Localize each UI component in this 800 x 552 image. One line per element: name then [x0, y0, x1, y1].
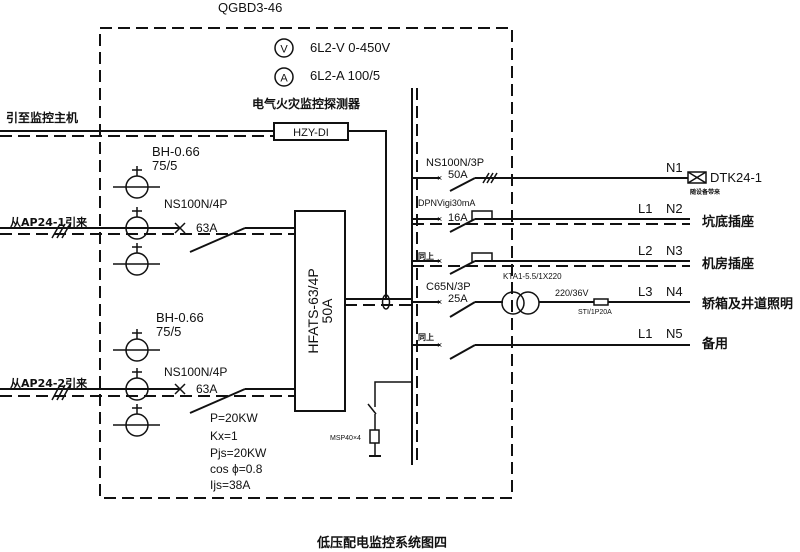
n2-phase: L1	[638, 201, 652, 216]
incoming-feeder-2: 从AP24-2引来 BH-0.66 75/5 NS100N/4P 63A	[0, 310, 295, 437]
n1-circuit: N1	[666, 160, 683, 175]
n4-breaker-rating: 25A	[448, 293, 468, 305]
feeder-2-ct-model: BH-0.66	[156, 310, 204, 325]
feeder-2-source: 从AP24-2引来	[10, 376, 88, 390]
outgoing-circuit-n2: DPNVigi30mA 16A × L1 N2 坑底插座	[412, 198, 754, 233]
n4-transformer-model: KTA1-5.5/1X220	[503, 272, 562, 281]
current-transformer-icon	[113, 329, 160, 437]
n3-load: 机房插座	[702, 256, 754, 272]
voltmeter-label: 6L2-V 0-450V	[310, 40, 391, 55]
n1-breaker-model: NS100N/3P	[426, 157, 484, 169]
n2-breaker-model: DPNVigi30mA	[418, 198, 475, 208]
outgoing-circuit-n1: NS100N/3P 50A × N1 DTK24-1 随设备带来	[412, 157, 762, 196]
ammeter: A 6L2-A 100/5	[274, 67, 380, 87]
n3-phase: L2	[638, 243, 652, 258]
detector-sense-line	[348, 130, 387, 298]
load-p: P=20KW	[210, 411, 258, 425]
n5-phase: L1	[638, 326, 652, 341]
ats-box	[294, 210, 346, 412]
ammeter-icon	[274, 67, 294, 87]
panel-name: QGBD3-46	[218, 0, 282, 15]
to-monitor-host-label: 引至监控主机	[6, 110, 78, 125]
detector-title: 电气火灾监控探测器	[252, 96, 361, 111]
fuse-icon	[593, 298, 609, 306]
diagram-caption: 低压配电监控系统图四	[316, 535, 447, 551]
svg-text:×: ×	[437, 214, 442, 224]
n2-circuit: N2	[666, 201, 683, 216]
rcd-icon	[471, 252, 493, 263]
rcd-icon	[471, 210, 493, 221]
feeder-2-breaker-rating: 63A	[196, 382, 217, 396]
n4-load: 轿箱及井道照明	[702, 296, 793, 312]
feeder-1-breaker-rating: 63A	[196, 221, 217, 235]
ammeter-symbol: A	[280, 73, 288, 85]
n1-breaker-rating: 50A	[448, 169, 468, 181]
breaker-contact	[189, 227, 246, 253]
outgoing-circuit-n3: 同上 × L2 N3 机房插座	[412, 243, 754, 275]
n5-breaker-model: 同上	[418, 332, 434, 342]
outgoing-circuit-n5: 同上 × L1 N5 备用	[412, 326, 728, 360]
svg-text:×: ×	[437, 173, 442, 183]
spd-label: MSP40×4	[330, 435, 361, 442]
panel-enclosure	[99, 27, 513, 499]
detector-model: HZY-DI	[293, 127, 329, 139]
outgoing-circuit-n4: C65N/3P 25A × KTA1-5.5/1X220 220/36V STI…	[412, 272, 793, 318]
load-kx: Kx=1	[210, 429, 238, 443]
n2-load: 坑底插座	[702, 214, 754, 230]
svg-text:×: ×	[437, 340, 442, 350]
n1-load: DTK24-1	[710, 170, 762, 185]
svg-text:×: ×	[437, 256, 442, 266]
ammeter-label: 6L2-A 100/5	[310, 68, 380, 83]
load-pjs: Pjs=20KW	[210, 446, 267, 460]
transformer-icon	[501, 291, 525, 315]
n3-breaker-model: 同上	[418, 251, 434, 261]
ats-model: HFATS-63/4P	[305, 268, 321, 353]
svg-text:×: ×	[437, 297, 442, 307]
voltmeter-icon	[274, 38, 294, 58]
feeder-2-ct-ratio: 75/5	[156, 324, 181, 339]
n4-circuit: N4	[666, 284, 683, 299]
breaker-contact	[189, 388, 246, 414]
ats-rating: 50A	[319, 298, 335, 324]
n2-breaker-rating: 16A	[448, 212, 468, 224]
n4-breaker-model: C65N/3P	[426, 281, 471, 293]
feeder-1-source: 从AP24-1引来	[10, 215, 88, 229]
current-transformer-icon	[113, 166, 160, 276]
load-cos: cos ϕ=0.8	[210, 462, 263, 476]
feeder-1-ct-ratio: 75/5	[152, 158, 177, 173]
spd-icon	[369, 429, 380, 444]
n4-transformer-ratio: 220/36V	[555, 288, 589, 298]
voltmeter: V 6L2-V 0-450V	[274, 38, 391, 58]
n1-load-note: 随设备带来	[690, 188, 721, 196]
detector-ct-icon	[381, 294, 391, 310]
feeder-2-breaker-model: NS100N/4P	[164, 365, 227, 379]
voltmeter-symbol: V	[280, 44, 288, 56]
n4-fuse: STI/1P20A	[578, 309, 612, 316]
feeder-1-ct-model: BH-0.66	[152, 144, 200, 159]
n4-phase: L3	[638, 284, 652, 299]
feeder-1-breaker-model: NS100N/4P	[164, 197, 227, 211]
n5-load: 备用	[701, 336, 728, 352]
load-ijs: Ijs=38A	[210, 478, 250, 492]
elevator-controller-icon	[687, 171, 707, 184]
surge-protector: MSP40×4	[330, 381, 412, 457]
incoming-feeder-1: 从AP24-1引来 BH-0.66 75/5 NS100N/4P 63A	[0, 144, 295, 276]
n3-circuit: N3	[666, 243, 683, 258]
n5-circuit: N5	[666, 326, 683, 341]
